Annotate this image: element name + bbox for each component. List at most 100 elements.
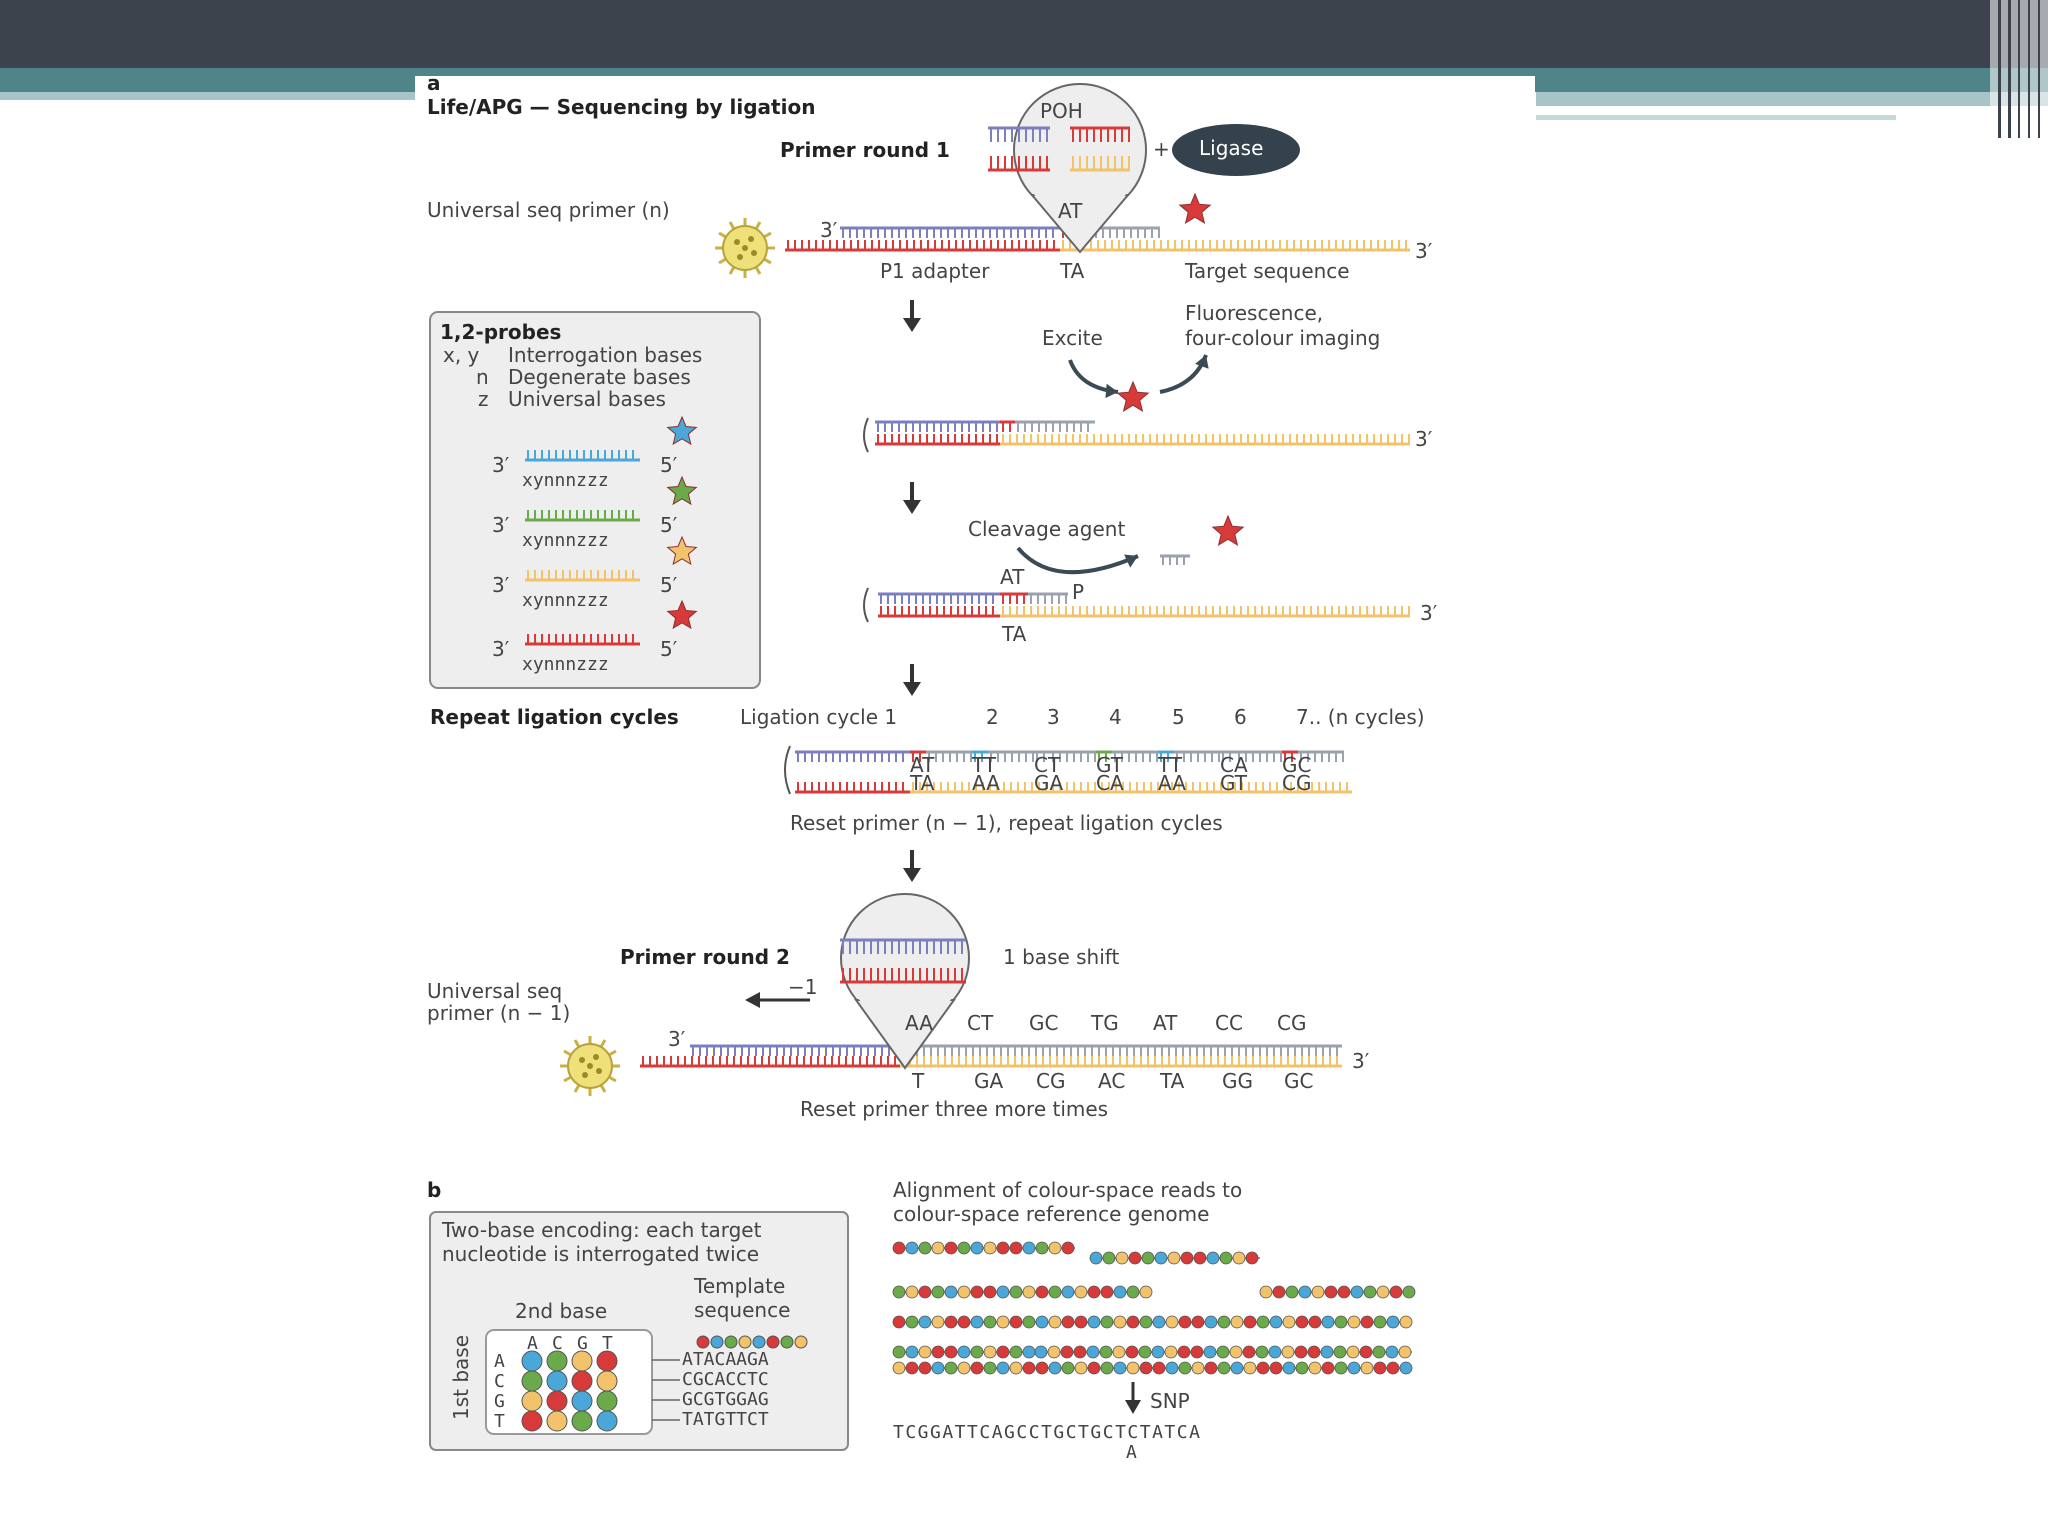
read-bead (1346, 1345, 1360, 1359)
three-prime-top: 3′ (820, 218, 838, 242)
repeat-bottom-pair-1: TA (909, 771, 935, 795)
duplex-repeat-top-strand (1050, 750, 1096, 762)
read-bead (1285, 1285, 1299, 1299)
template-colour-bead (766, 1335, 780, 1349)
read-bead (1190, 1345, 1204, 1359)
bead-round2-dot (587, 1063, 593, 1069)
bead-round1-dot (734, 239, 740, 245)
probe-three-prime: 3′ (492, 573, 510, 597)
matrix-cell (521, 1390, 543, 1412)
second-base-label: 2nd base (515, 1299, 607, 1323)
read-bead (1152, 1361, 1166, 1375)
read-bead (1035, 1361, 1049, 1375)
read-bead (1061, 1285, 1075, 1299)
read-bead (1334, 1315, 1348, 1329)
fluor-star-cleaved (1211, 514, 1245, 546)
cycle-number-4: 4 (1109, 705, 1122, 729)
read-bead (931, 1285, 945, 1299)
excite-label: Excite (1042, 326, 1103, 350)
duplex-step3-bottom-strand (1000, 606, 1410, 618)
template-line2: sequence (694, 1298, 790, 1322)
read-bead (918, 1361, 932, 1375)
read-bead (1217, 1361, 1231, 1375)
cycle-number-3: 3 (1047, 705, 1060, 729)
matrix-cell (596, 1350, 618, 1372)
read-bead (1217, 1315, 1231, 1329)
read-bead (1009, 1315, 1023, 1329)
duplex-step2-bottom-strand (875, 434, 1000, 446)
bead-round1-dot (737, 254, 743, 260)
excite-arrow-head (1105, 383, 1118, 399)
repeat-top-pair-5: TT (1157, 753, 1183, 777)
template-sequence-4: TATGTTCT (682, 1409, 769, 1430)
ligase-label: Ligase (1199, 136, 1263, 160)
ta-label-top: TA (1059, 259, 1085, 283)
primer-round-2-label: Primer round 2 (620, 945, 790, 969)
repeat-top-pair-6: CA (1220, 753, 1248, 777)
read-bead (1229, 1345, 1243, 1359)
arrow-down-4-head (903, 868, 921, 882)
read-bead (1035, 1241, 1049, 1255)
probes-title: 1,2-probes (440, 320, 561, 344)
ligation-cycle-1-label: Ligation cycle 1 (740, 705, 897, 729)
probe-code: xynnnzzz (522, 590, 609, 611)
read-bead (1089, 1251, 1103, 1265)
duplex-repeat-top-strand (972, 750, 988, 762)
repeat-top-pair-7: GC (1282, 753, 1311, 777)
three-prime-step2: 3′ (1415, 427, 1433, 451)
read-bead (918, 1315, 932, 1329)
read-bead (1399, 1361, 1413, 1375)
duplex-step3-bottom-strand (878, 606, 1000, 618)
read-bead (1126, 1285, 1140, 1299)
read-bead (905, 1315, 919, 1329)
read-bead (905, 1361, 919, 1375)
bead-round2-dot (596, 1068, 602, 1074)
probe-interrogation (525, 450, 548, 462)
read-bead (918, 1241, 932, 1255)
round2-top-pair-3: GC (1029, 1011, 1058, 1035)
magnifier-fill-round2 (843, 896, 967, 1020)
read-bead (1389, 1285, 1403, 1299)
ta-label-step3: TA (1001, 622, 1027, 646)
probe-five-prime: 5′ (660, 513, 678, 537)
bead-round1 (715, 218, 775, 278)
read-bead (1178, 1361, 1192, 1375)
cleavage-arrow (1016, 546, 1139, 575)
duplex-repeat-top-strand (1034, 750, 1050, 762)
repeat-top-pair-3: CT (1034, 753, 1061, 777)
read-bead (1386, 1315, 1400, 1329)
cycle-last-label: 7.. (n cycles) (1296, 705, 1425, 729)
matrix-cell (596, 1410, 618, 1432)
probe-green: 3′ 5′ xynnnzzz (492, 513, 678, 551)
read-bead (1334, 1361, 1348, 1375)
mag-probe-top (1070, 126, 1130, 142)
read-bead (983, 1345, 997, 1359)
read-bead (892, 1315, 906, 1329)
read-bead (1087, 1285, 1101, 1299)
matrix-cell (596, 1390, 618, 1412)
read-bead (983, 1315, 997, 1329)
cycle-number-2: 2 (986, 705, 999, 729)
read-bead (1337, 1285, 1351, 1299)
arrow-down-1 (903, 300, 921, 332)
probe-five-prime: 5′ (660, 453, 678, 477)
template-colour-bead (710, 1335, 724, 1349)
snp-base-label: A (1126, 1442, 1137, 1463)
probe-yellow: 3′ 5′ xynnnzzz (492, 573, 678, 611)
read-bead (1180, 1251, 1194, 1265)
read-bead (1230, 1315, 1244, 1329)
read-bead (1402, 1285, 1416, 1299)
read-bead (944, 1241, 958, 1255)
duplex-step3 (878, 592, 1410, 618)
probe-five-prime: 5′ (660, 573, 678, 597)
read-bead (1386, 1361, 1400, 1375)
read-bead (905, 1345, 919, 1359)
read-bead (1255, 1345, 1269, 1359)
duplex-repeat-bottom-strand (795, 782, 910, 794)
duplex-step2-bottom-strand (1000, 434, 1410, 446)
read-bead (1125, 1345, 1139, 1359)
read-bead (1009, 1241, 1023, 1255)
first-base-label: 1st base (449, 1335, 473, 1420)
repeat-ligation-label: Repeat ligation cycles (430, 705, 679, 729)
